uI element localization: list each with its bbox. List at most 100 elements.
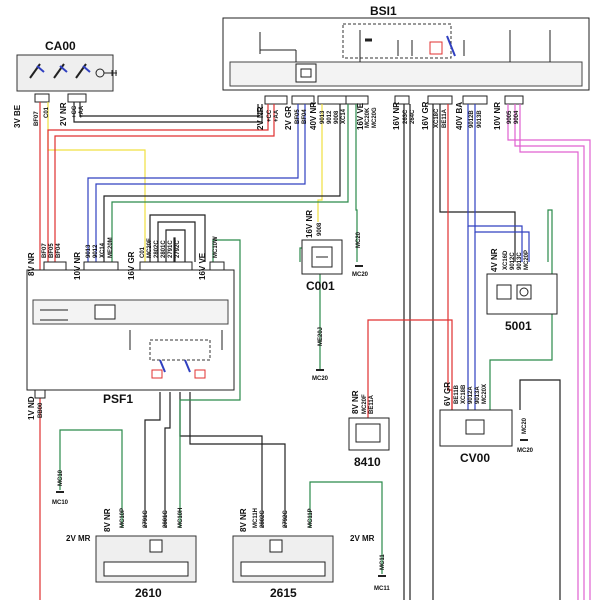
bsi-16vnr: 16V NR (392, 102, 401, 130)
bsi-xc18c: XC18C (434, 108, 440, 128)
ca00-title: CA00 (45, 39, 76, 53)
cv00-9012a: 9012A (468, 386, 474, 404)
psf1-title: PSF1 (103, 392, 133, 406)
bsi1-module[interactable]: BSI1 (222, 4, 590, 105)
ca00-cc: +CC (72, 105, 78, 118)
m2610-mc10h: MC10H (178, 508, 184, 528)
m8410-be11a: BE11A (369, 394, 375, 414)
c001-gnd: MC20 (352, 272, 369, 278)
m2610-2801c: 2801C (163, 510, 169, 528)
psf-c01: C01 (140, 246, 146, 258)
m2610-2vmr: 2V MR (66, 534, 91, 543)
bsi-10vnr: 10V NR (493, 102, 502, 130)
psf-me20m: ME20M (108, 237, 114, 258)
c001-connector[interactable]: C001 (301, 239, 343, 293)
module-2610-title: 2610 (135, 586, 162, 600)
module-8410[interactable]: 8410 (348, 417, 390, 469)
module-5001[interactable]: 5001 (486, 273, 558, 333)
cv00-9013a: 9013A (475, 386, 481, 404)
m5001-9013c: 9013C (517, 252, 523, 270)
bsi-2vnr: 2V NR (256, 106, 265, 130)
psf-10vnr: 10V NR (73, 252, 82, 280)
bsi-mc20k: MC20K (365, 107, 371, 128)
psf-1vnd: 1V ND (27, 396, 36, 420)
mc10-label: MC10 (58, 469, 64, 486)
bsi-aa: +AA (274, 109, 280, 122)
module-8410-title: 8410 (354, 455, 381, 469)
psf-2791c: 2791C (168, 240, 174, 258)
psf-2792c: 2792C (175, 240, 181, 258)
cv00-xc18b: XC18B (461, 384, 467, 404)
bsi-9008: 9008 (334, 110, 340, 124)
bsi-9005: 9005 (507, 110, 513, 124)
m2610-mc10p: MC10P (120, 508, 126, 528)
bsi-cc: +CC (267, 109, 273, 122)
psf-bb00: BB00 (38, 402, 44, 418)
m2615-2vmr: 2V MR (350, 534, 375, 543)
m5001-xc16d: XC16D (503, 250, 509, 270)
psf1-module[interactable]: PSF1 (26, 261, 235, 406)
bsi-9004: 9004 (514, 110, 520, 124)
psf-2802c: 2802C (154, 240, 160, 258)
ground-symbols (56, 265, 528, 577)
me20j-gnd: MC20 (312, 376, 329, 382)
m2615-2802c: 2802C (260, 510, 266, 528)
cv00-mc20x: MC20X (482, 384, 488, 404)
ca00-c01: C01 (44, 106, 50, 118)
psf-mc20f: MC20F (147, 238, 153, 258)
bsi-264c: 264C (410, 109, 416, 124)
c001-9008: 9008 (317, 222, 323, 236)
psf-8vnr: 8V NR (27, 252, 36, 276)
bsi1-title: BSI1 (370, 4, 397, 18)
psf-16vgr: 16V GR (127, 251, 136, 280)
bsi-9012b: 9012B (469, 110, 475, 128)
psf-xc14: XC14 (100, 242, 106, 258)
m2610-2791c: 2791C (143, 510, 149, 528)
m2615-8vnr: 8V NR (239, 508, 248, 532)
ca00-aa: +AA (79, 105, 85, 118)
psf-bf07: BF07 (42, 243, 48, 258)
m8410-8vnr: 8V NR (351, 390, 360, 414)
cv00-be11b: BE11B (454, 384, 460, 404)
bsi-263c: 263C (403, 109, 409, 124)
psf-2801c: 2801C (161, 240, 167, 258)
bsi-16vve: 16V VE (356, 102, 365, 130)
bsi-9013: 9013 (320, 110, 326, 124)
mc11-gnd: MC11 (374, 586, 390, 592)
module-2615-title: 2615 (270, 586, 297, 600)
ca00-switch[interactable]: CA00 (16, 39, 117, 103)
bsi-40vnr: 40V NR (309, 102, 318, 130)
module-2615[interactable]: 2615 (232, 535, 334, 600)
me20j-label: ME20J (318, 327, 324, 346)
bsi-xc14: XC14 (341, 108, 347, 124)
ca00-2vnr: 2V NR (59, 102, 68, 126)
cv00-6vgr: 6V GR (443, 382, 452, 406)
module-2610[interactable]: 2610 (95, 535, 197, 600)
m5001-4vnr: 4V NR (490, 248, 499, 272)
cv00-mc20: MC20 (522, 417, 528, 434)
m2615-mc11h: MC11H (253, 508, 259, 528)
c001-16vnr: 16V NR (305, 210, 314, 238)
m5001-9012c: 9012C (510, 252, 516, 270)
m2610-8vnr: 8V NR (103, 508, 112, 532)
bsi-2vgr: 2V GR (284, 106, 293, 130)
m5001-mc20p: MC20P (524, 250, 530, 270)
wires (39, 102, 591, 600)
bsi-9012: 9012 (327, 110, 333, 124)
c001-mc20: MC20 (356, 231, 362, 248)
bsi-mc20g: MC20G (372, 107, 378, 128)
psf-9012: 9012 (93, 244, 99, 258)
ca00-3vbe: 3V BE (13, 104, 22, 128)
bsi-16vgr: 16V GR (421, 101, 430, 130)
bsi-be11a: BE11A (442, 108, 448, 128)
psf-16vve: 16V VE (198, 252, 207, 280)
m2615-mc11p: MC11P (308, 508, 314, 528)
psf-mc10w: MC10W (213, 236, 219, 258)
mc10-gnd: MC10 (52, 500, 69, 506)
mc11-label: MC11 (380, 554, 386, 570)
m2615-2792c: 2792C (283, 510, 289, 528)
ca00-bf07: BF07 (34, 111, 40, 126)
psf-bf04: BF04 (56, 243, 62, 258)
cv00-module[interactable]: CV00 (439, 409, 513, 465)
